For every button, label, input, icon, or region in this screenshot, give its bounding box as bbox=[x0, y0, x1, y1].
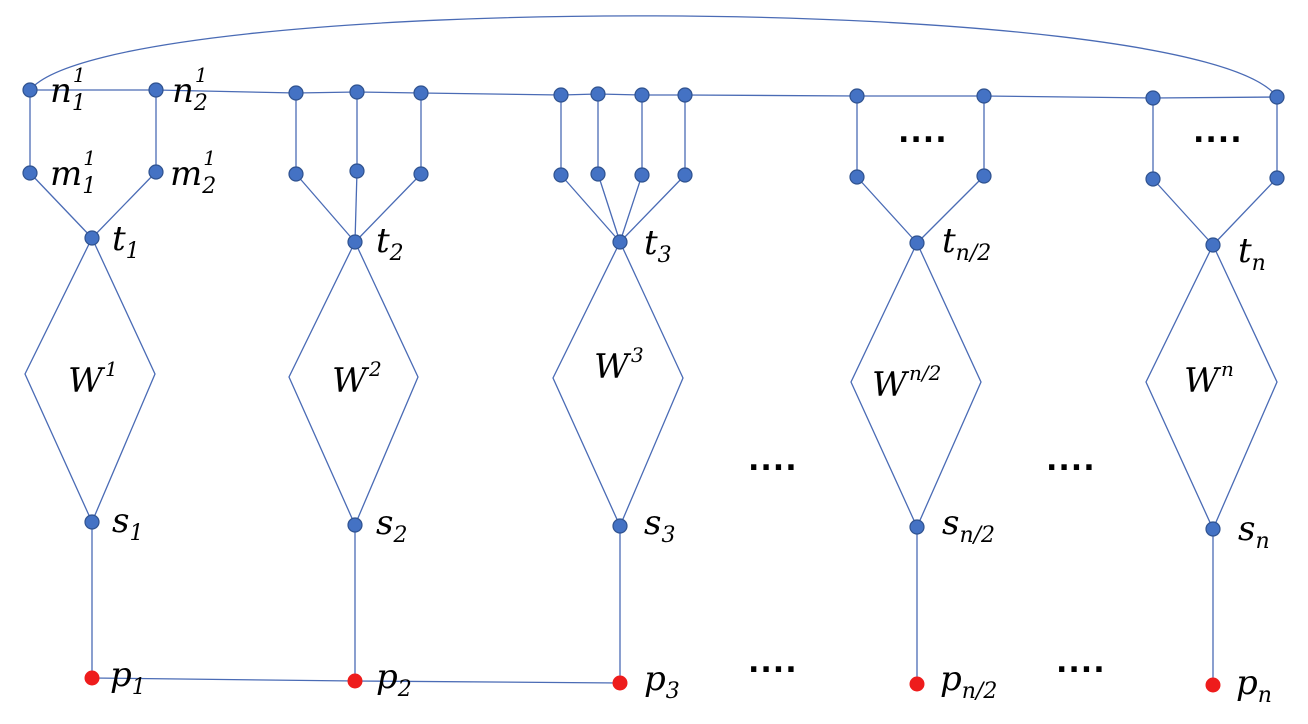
node-m11 bbox=[22, 165, 38, 181]
node-g3-mid-3 bbox=[634, 167, 650, 183]
label-p1: p1 bbox=[110, 655, 146, 700]
node-t2 bbox=[347, 234, 363, 250]
label-n11: n11 bbox=[50, 63, 86, 116]
node-gn-top-2 bbox=[1269, 89, 1285, 105]
node-gh-top-2 bbox=[976, 88, 992, 104]
label-n12: n21 bbox=[172, 63, 208, 116]
node-sn bbox=[1205, 521, 1221, 537]
node-s-n-half bbox=[909, 519, 925, 535]
ellipsis-middle-1: .... bbox=[748, 443, 798, 478]
ellipsis-top-n: .... bbox=[1193, 115, 1243, 150]
node-p-n-half bbox=[909, 676, 925, 692]
ellipsis-top-n-half: .... bbox=[898, 115, 948, 150]
label-p3: p3 bbox=[644, 659, 680, 704]
node-gh-mid-2 bbox=[976, 168, 992, 184]
label-m12: m21 bbox=[170, 146, 216, 199]
node-g2-top-2 bbox=[349, 84, 365, 100]
node-t-n-half bbox=[909, 235, 925, 251]
node-m12 bbox=[148, 164, 164, 180]
node-p1 bbox=[84, 670, 100, 686]
label-p2: p2 bbox=[376, 657, 412, 702]
label-t1: t1 bbox=[112, 219, 140, 264]
ellipsis-middle-2: .... bbox=[1046, 443, 1096, 478]
node-g3-top-3 bbox=[634, 87, 650, 103]
node-gn-mid-2 bbox=[1269, 170, 1285, 186]
gadget-n-half bbox=[850, 96, 985, 684]
node-g2-mid-1 bbox=[288, 166, 304, 182]
node-g2-top-1 bbox=[288, 85, 304, 101]
node-p2 bbox=[347, 673, 363, 689]
node-t3 bbox=[612, 234, 628, 250]
nodes bbox=[22, 82, 1285, 693]
node-gn-top-1 bbox=[1145, 90, 1161, 106]
node-gh-top-1 bbox=[849, 88, 865, 104]
label-t3: t3 bbox=[644, 223, 672, 268]
label-pn: pn bbox=[1236, 663, 1272, 708]
label-tn: tn bbox=[1238, 231, 1266, 276]
gadget-3 bbox=[552, 94, 686, 683]
node-g3-mid-1 bbox=[553, 167, 569, 183]
top-arc-edge bbox=[29, 15, 1278, 98]
node-p3 bbox=[612, 675, 628, 691]
label-t2: t2 bbox=[376, 221, 404, 266]
node-tn bbox=[1205, 237, 1221, 253]
node-g2-mid-2 bbox=[349, 163, 365, 179]
label-s1: s1 bbox=[112, 501, 143, 546]
node-t1 bbox=[84, 230, 100, 246]
node-pn bbox=[1205, 677, 1221, 693]
node-s1 bbox=[84, 514, 100, 530]
node-g3-mid-2 bbox=[590, 166, 606, 182]
label-s3: s3 bbox=[644, 503, 675, 548]
node-g3-top-2 bbox=[590, 86, 606, 102]
node-g2-mid-3 bbox=[413, 166, 429, 182]
label-m11: m11 bbox=[50, 146, 96, 199]
node-g3-mid-4 bbox=[677, 167, 693, 183]
node-gh-mid-1 bbox=[849, 169, 865, 185]
label-t-n-half: tn/2 bbox=[942, 221, 991, 266]
node-n12 bbox=[148, 82, 164, 98]
node-g2-top-3 bbox=[413, 85, 429, 101]
node-s3 bbox=[612, 518, 628, 534]
node-gn-mid-1 bbox=[1145, 171, 1161, 187]
top-path-edge bbox=[30, 89, 1278, 99]
node-s2 bbox=[347, 517, 363, 533]
label-p-n-half: pn/2 bbox=[940, 659, 997, 704]
ellipsis-bottom-2: .... bbox=[1056, 645, 1106, 680]
label-sn: sn bbox=[1238, 509, 1270, 554]
node-g3-top-1 bbox=[553, 87, 569, 103]
label-s-n-half: sn/2 bbox=[942, 503, 995, 548]
ellipsis-bottom-1: .... bbox=[748, 645, 798, 680]
label-s2: s2 bbox=[376, 503, 407, 548]
node-g3-top-4 bbox=[677, 87, 693, 103]
node-n11 bbox=[22, 82, 38, 98]
